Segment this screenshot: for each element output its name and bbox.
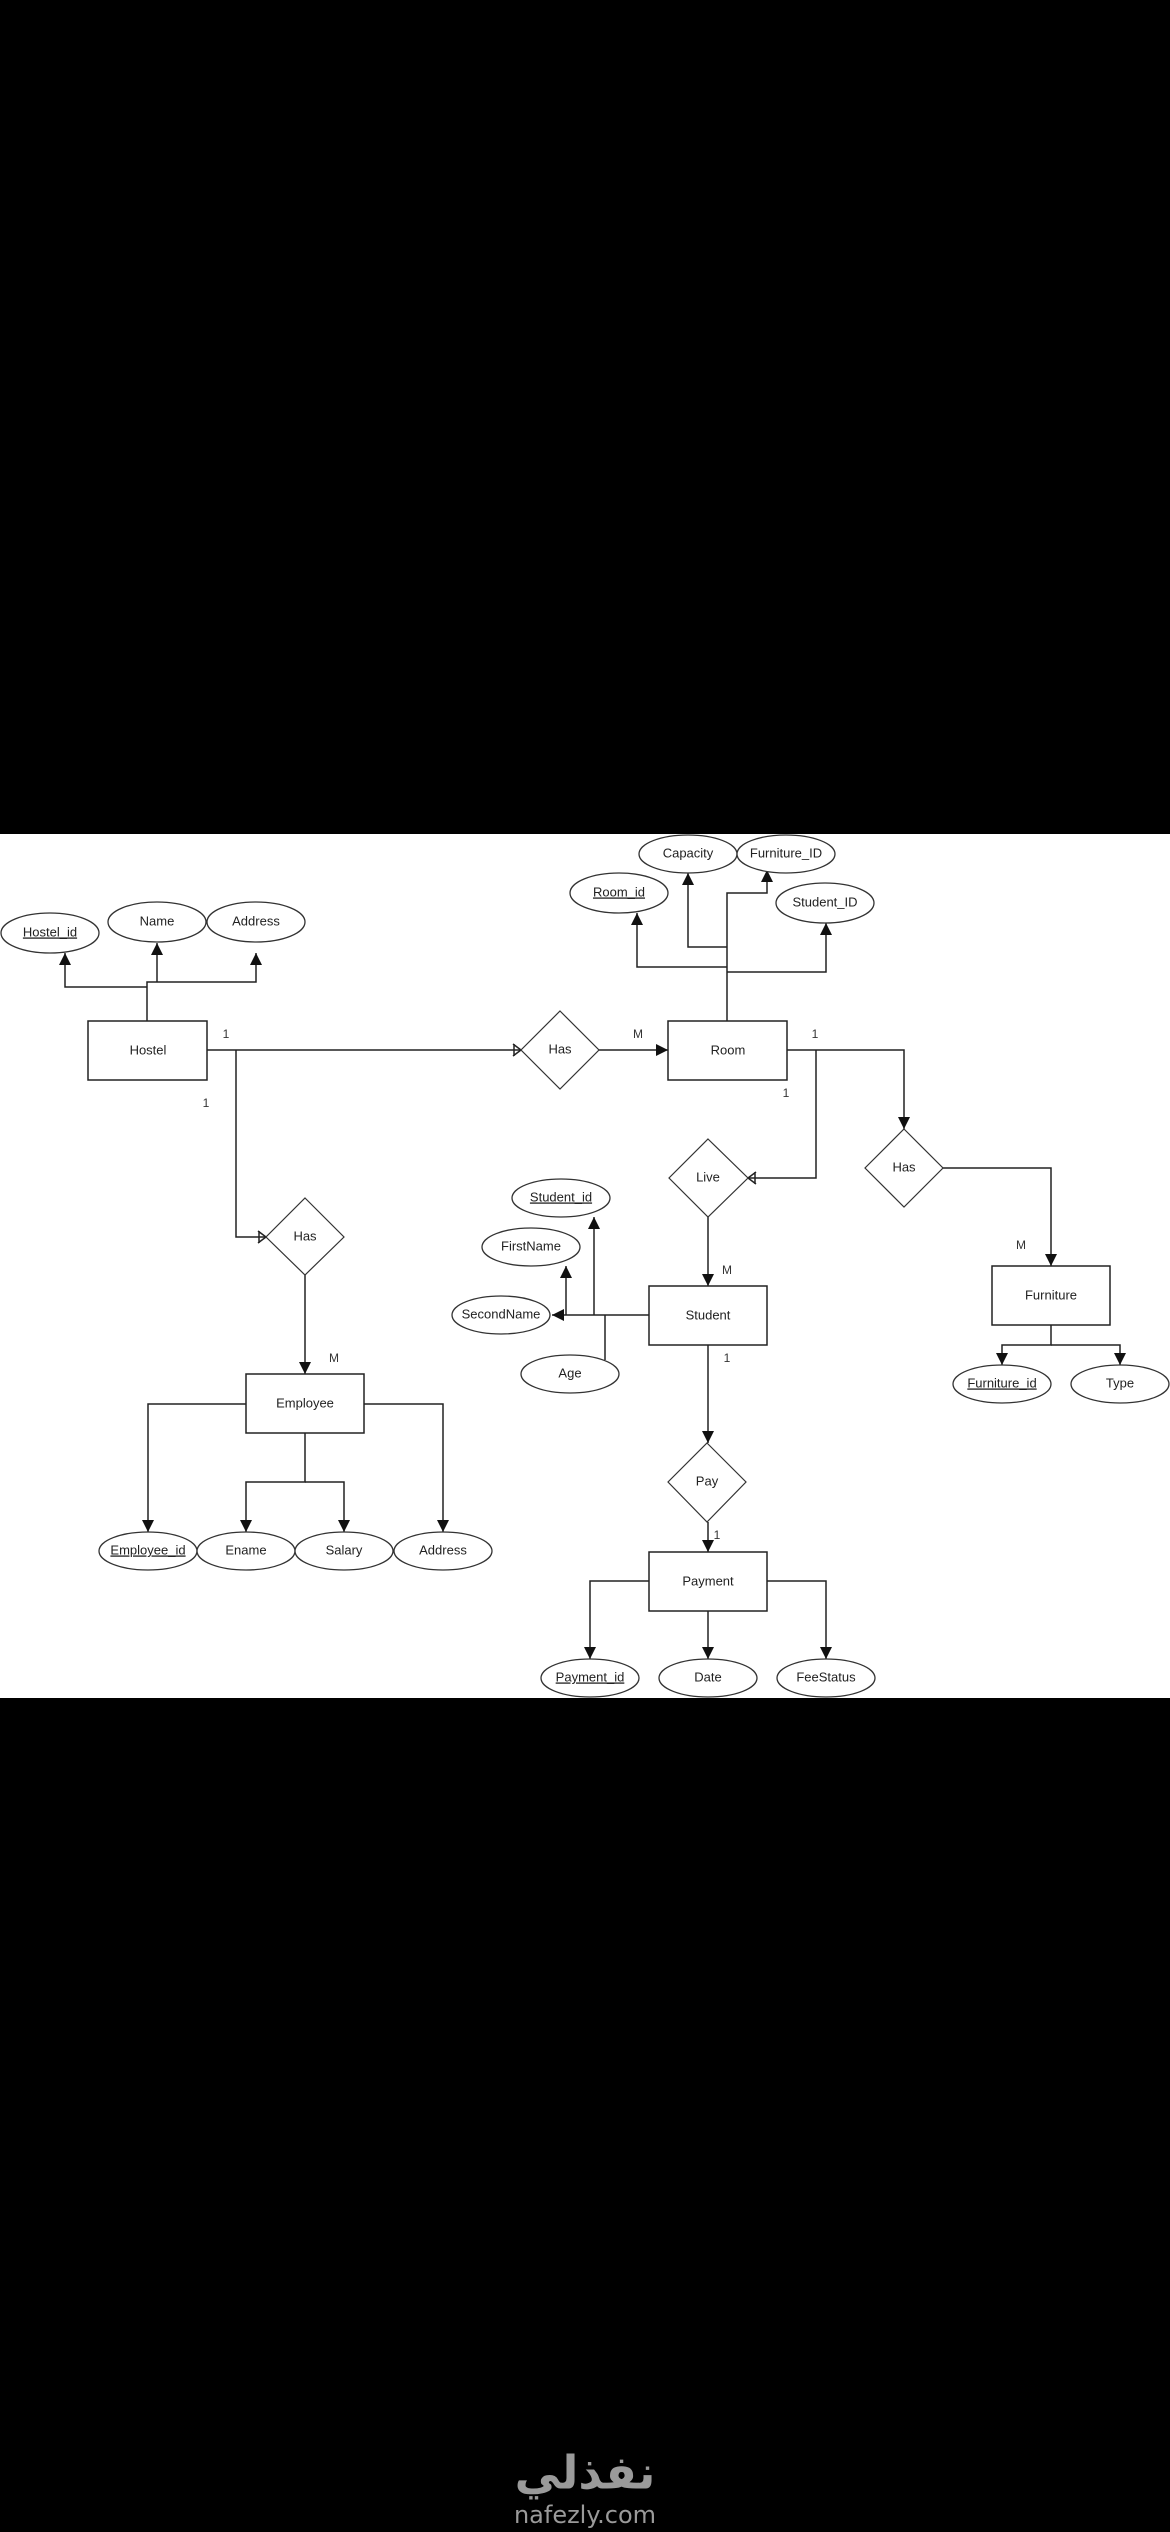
relationship-label: Has (892, 1159, 916, 1174)
attribute-payment-date[interactable]: Date (658, 1658, 758, 1698)
cardinality-label: 1 (783, 1086, 790, 1100)
cardinality-label: M (722, 1263, 732, 1277)
attribute-label: Payment_id (556, 1669, 625, 1684)
attribute-payment-id[interactable]: Payment_id (540, 1658, 640, 1698)
attribute-label: Furniture_id (967, 1375, 1036, 1390)
watermark-arabic: نفذلي (515, 2446, 656, 2500)
relationship-hostel-employee[interactable]: Has (265, 1197, 345, 1276)
entity-furniture[interactable]: Furniture (991, 1265, 1111, 1326)
cardinality-labels: 1 M 1 M 1 M 1 M 1 1 (203, 1027, 1026, 1542)
attribute-hostel-address[interactable]: Address (206, 901, 306, 943)
attribute-student-age[interactable]: Age (520, 1354, 620, 1394)
attribute-label: Employee_id (110, 1542, 185, 1557)
attribute-label: FeeStatus (796, 1669, 856, 1684)
entity-label: Employee (276, 1395, 334, 1410)
relationship-label: Live (696, 1169, 720, 1184)
attribute-student-secondname[interactable]: SecondName (451, 1295, 551, 1335)
entity-employee[interactable]: Employee (245, 1373, 365, 1434)
entity-payment[interactable]: Payment (648, 1551, 768, 1612)
attribute-payment-feestatus[interactable]: FeeStatus (776, 1658, 876, 1698)
cardinality-label: M (329, 1351, 339, 1365)
attribute-room-capacity[interactable]: Capacity (638, 834, 738, 874)
entity-student[interactable]: Student (648, 1285, 768, 1346)
attribute-label: Student_ID (792, 894, 857, 909)
attribute-student-id[interactable]: Student_id (511, 1178, 611, 1218)
attribute-hostel-id[interactable]: Hostel_id (0, 912, 100, 954)
attribute-label: Furniture_ID (750, 845, 822, 860)
attribute-label: SecondName (462, 1306, 541, 1321)
attribute-furniture-id[interactable]: Furniture_id (952, 1364, 1052, 1404)
nafezly-watermark-logo: نفذلي nafezly.com (514, 2446, 656, 2530)
attribute-student-firstname[interactable]: FirstName (481, 1227, 581, 1267)
cardinality-label: M (1016, 1238, 1026, 1252)
attribute-label: FirstName (501, 1238, 561, 1253)
relationship-room-student[interactable]: Live (668, 1138, 749, 1218)
attribute-label: Age (558, 1365, 581, 1380)
attribute-employee-address[interactable]: Address (393, 1531, 493, 1571)
cardinality-label: 1 (724, 1351, 731, 1365)
cardinality-label: 1 (812, 1027, 819, 1041)
relationship-room-furniture[interactable]: Has (864, 1128, 944, 1208)
attribute-label: Room_id (593, 884, 645, 899)
attribute-label: Capacity (663, 845, 714, 860)
relationship-label: Pay (696, 1473, 719, 1488)
relationship-label: Has (293, 1228, 317, 1243)
attribute-employee-id[interactable]: Employee_id (98, 1531, 198, 1571)
cardinality-label: 1 (203, 1096, 210, 1110)
relationship-student-payment[interactable]: Pay (667, 1442, 747, 1523)
entity-label: Hostel (130, 1042, 167, 1057)
attribute-employee-ename[interactable]: Ename (196, 1531, 296, 1571)
entity-label: Furniture (1025, 1287, 1077, 1302)
attribute-room-student-id[interactable]: Student_ID (775, 882, 875, 924)
attribute-label: Ename (225, 1542, 266, 1557)
relationship-hostel-room[interactable]: Has (520, 1010, 600, 1090)
attribute-label: Name (140, 913, 175, 928)
attribute-label: Address (419, 1542, 467, 1557)
attribute-label: Address (232, 913, 280, 928)
entity-label: Student (686, 1307, 731, 1322)
entity-hostel[interactable]: Hostel (87, 1020, 208, 1081)
attribute-label: Student_id (530, 1189, 592, 1204)
cardinality-label: 1 (714, 1528, 721, 1542)
attribute-room-id[interactable]: Room_id (569, 872, 669, 914)
attribute-hostel-name[interactable]: Name (107, 901, 207, 943)
attribute-label: Hostel_id (23, 924, 77, 939)
entity-room[interactable]: Room (667, 1020, 788, 1081)
cardinality-label: 1 (223, 1027, 230, 1041)
attribute-label: Date (694, 1669, 721, 1684)
cardinality-label: M (633, 1027, 643, 1041)
attribute-label: Type (1106, 1375, 1134, 1390)
watermark-latin: nafezly.com (514, 2501, 656, 2529)
connectors (59, 870, 1126, 1659)
attribute-employee-salary[interactable]: Salary (294, 1531, 394, 1571)
attribute-furniture-type[interactable]: Type (1070, 1364, 1170, 1404)
entity-label: Payment (682, 1573, 734, 1588)
entity-label: Room (711, 1042, 746, 1057)
attribute-label: Salary (326, 1542, 363, 1557)
attribute-room-furniture-id[interactable]: Furniture_ID (736, 834, 836, 874)
relationship-label: Has (548, 1041, 572, 1056)
